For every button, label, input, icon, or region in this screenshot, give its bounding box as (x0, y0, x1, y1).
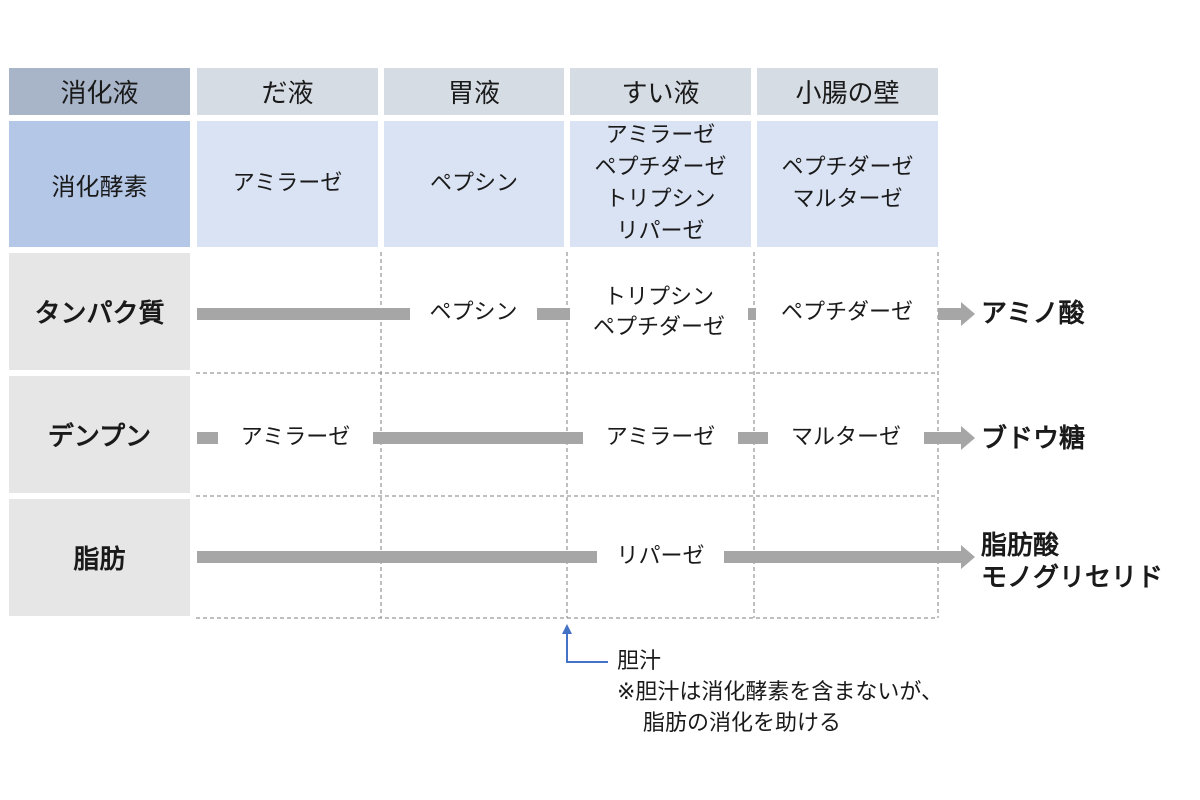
step-enzyme: リパーゼ (616, 544, 705, 569)
enzymes-pancreatic-juice: アミラーゼ ペプチダーゼ トリプシン リパーゼ (570, 121, 751, 247)
enzymes-saliva: アミラーゼ (197, 121, 378, 247)
enzymes-small-intestine-wall: ペプチダーゼ マルターゼ (757, 121, 938, 247)
step-enzyme: アミラーゼ (605, 425, 716, 450)
protein-flow-bar (197, 308, 410, 320)
enzyme-name: ペプチダーゼ (781, 155, 914, 180)
protein-step-pancreatic: トリプシン ペプチダーゼ (570, 283, 748, 343)
starch-arrowhead (961, 426, 975, 450)
enzyme-name: アミラーゼ (232, 171, 343, 196)
enzyme-name: ペプチダーゼ (594, 155, 727, 180)
enzyme-row-label: 消化酵素 (9, 121, 190, 247)
starch-step-maltase: マルターゼ (768, 423, 924, 453)
starch-flow-bar (197, 432, 218, 444)
protein-step-peptidase: ペプチダーゼ (756, 298, 938, 328)
starch-flow-bar (924, 432, 962, 444)
step-enzyme: トリプシン (603, 285, 714, 310)
fat-flow-bar (724, 551, 962, 563)
protein-flow-bar (537, 308, 570, 320)
header-label-digestive-juice: 消化液 (9, 68, 190, 115)
enzyme-name: マルターゼ (792, 187, 903, 212)
protein-arrowhead (961, 302, 975, 326)
enzyme-name: トリプシン (605, 187, 716, 212)
starch-flow-bar (373, 432, 583, 444)
bile-note: ※胆汁は消化酵素を含まないが、 脂肪の消化を助ける (617, 677, 943, 739)
bile-note-line: ※胆汁は消化酵素を含まないが、 (617, 680, 943, 705)
product-name: モノグリセリド (981, 563, 1164, 593)
enzyme-name: ペプシン (429, 171, 518, 196)
fat-product: 脂肪酸 モノグリセリド (981, 530, 1163, 594)
step-enzyme: アミラーゼ (240, 425, 351, 450)
enzyme-name: リパーゼ (616, 219, 705, 244)
header-gastric-juice: 胃液 (384, 68, 564, 115)
product-name: アミノ酸 (981, 299, 1085, 329)
fat-step-lipase: リパーゼ (597, 542, 724, 572)
protein-step-pepsin: ペプシン (410, 298, 537, 328)
starch-flow-bar (738, 432, 768, 444)
row-label-starch: デンプン (9, 376, 190, 493)
step-enzyme: ペプチダーゼ (780, 300, 913, 325)
enzyme-name: アミラーゼ (605, 123, 716, 148)
fat-flow-bar (197, 551, 597, 563)
row-label-protein: タンパク質 (9, 253, 190, 370)
step-enzyme: ペプチダーゼ (592, 315, 725, 340)
step-enzyme: マルターゼ (790, 425, 901, 450)
step-enzyme: ペプシン (429, 300, 518, 325)
bile-note-line: 脂肪の消化を助ける (643, 711, 842, 736)
header-small-intestine-wall: 小腸の壁 (757, 68, 938, 115)
starch-step-pancreatic: アミラーゼ (583, 423, 738, 453)
protein-flow-bar (748, 308, 756, 320)
header-pancreatic-juice: すい液 (570, 68, 751, 115)
enzymes-gastric-juice: ペプシン (384, 121, 564, 247)
protein-product: アミノ酸 (981, 298, 1084, 330)
protein-flow-bar (938, 308, 962, 320)
bile-title: 胆汁 (617, 649, 662, 674)
row-label-fat: 脂肪 (9, 499, 190, 616)
fat-arrowhead (961, 545, 975, 569)
product-name: ブドウ糖 (981, 424, 1086, 454)
starch-product: ブドウ糖 (981, 423, 1085, 455)
starch-step-saliva: アミラーゼ (218, 423, 373, 453)
header-saliva: だ液 (197, 68, 378, 115)
product-name: 脂肪酸 (981, 531, 1060, 561)
